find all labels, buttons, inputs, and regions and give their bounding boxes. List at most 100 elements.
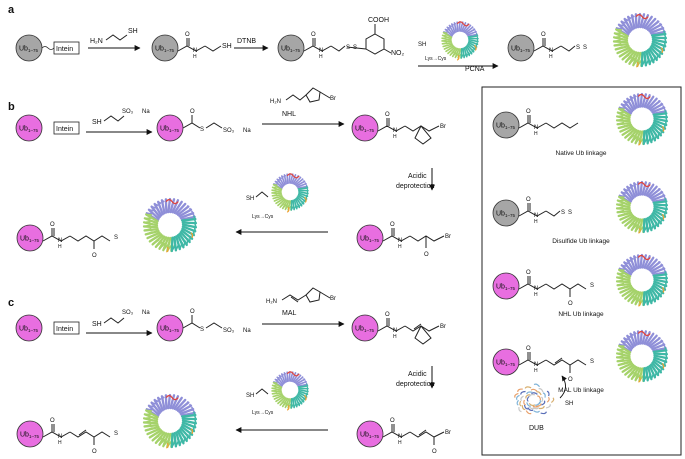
h2n-label: H₂N	[266, 299, 277, 305]
amide-h: H	[319, 54, 323, 60]
ub-label: Ub1–75	[19, 126, 38, 134]
amide-bond	[377, 325, 406, 332]
sh-label: SH	[222, 43, 232, 50]
amide-bond	[382, 235, 411, 242]
linkage-summary-box	[481, 86, 682, 456]
na-label: Na	[243, 128, 251, 134]
bond	[105, 34, 128, 41]
br-label: Br	[440, 324, 446, 330]
br-label: Br	[330, 96, 336, 102]
ub-magenta-b3	[351, 114, 379, 142]
lys-cys-label: Lys→Cys	[252, 214, 274, 220]
bond	[319, 291, 331, 299]
panel-b-label: b	[8, 101, 15, 113]
sh-label: SH	[418, 42, 426, 48]
dub-cleavage-arrow	[559, 375, 567, 399]
carbonyl-o: O	[50, 222, 55, 228]
bond	[69, 431, 111, 438]
no2-label: NO₂	[391, 50, 405, 57]
o-label: O	[432, 449, 437, 455]
carbonyl-o: O	[185, 32, 190, 38]
so3-label: SO₃	[223, 128, 235, 134]
carbonyl-o: O	[385, 112, 390, 118]
amide-bond	[382, 431, 411, 438]
amide-n: N	[534, 125, 538, 131]
bond	[182, 322, 201, 329]
carbonyl-o: O	[50, 418, 55, 424]
panel-c-label: c	[8, 297, 14, 309]
s-label: S	[114, 431, 118, 437]
pcna-layer	[142, 12, 669, 449]
amide-n: N	[534, 286, 538, 292]
s-label: S	[200, 327, 204, 333]
bond	[319, 91, 331, 99]
amide-bond	[42, 235, 71, 242]
disulfide-linkage-ub	[492, 199, 520, 227]
ub-label: Ub1–75	[281, 46, 300, 54]
pcna-label: PCNA	[465, 66, 485, 73]
deprotection-label: deprotection	[396, 381, 435, 388]
s-label: S	[200, 127, 204, 133]
amide-h: H	[534, 292, 538, 298]
ub-label: Ub1–75	[20, 432, 39, 440]
amide-bond	[533, 45, 562, 52]
bond	[182, 122, 201, 129]
mal-label: MAL	[282, 310, 297, 317]
intein-box	[53, 321, 80, 335]
bond	[545, 210, 561, 217]
ub-label: Ub1–75	[19, 46, 38, 54]
sh-label: SH	[92, 321, 102, 328]
ub-label: Ub1–75	[20, 236, 39, 244]
s-label: S	[353, 45, 357, 51]
s-label: S	[561, 210, 565, 216]
amide-bond	[303, 45, 332, 52]
deprotection-label: deprotection	[396, 183, 435, 190]
amide-h: H	[549, 54, 553, 60]
ub-magenta-b5	[16, 224, 44, 252]
ub-label: Ub1–75	[360, 236, 379, 244]
acidic-label: Acidic	[408, 173, 427, 180]
amide-n: N	[534, 213, 538, 219]
ub-label: Ub1–75	[19, 326, 38, 334]
panel-a-label: a	[8, 4, 15, 16]
native-linkage-caption: Native Ub linkage	[556, 150, 607, 157]
so3-label: SO₃	[223, 328, 235, 334]
amide-h: H	[58, 244, 62, 250]
ub-label: Ub1–75	[511, 46, 530, 54]
amide-bond	[518, 122, 547, 129]
na-label: Na	[243, 328, 251, 334]
amide-n: N	[319, 48, 323, 54]
ub-label: Ub1–75	[155, 46, 174, 54]
carbonyl-o: O	[311, 32, 316, 38]
ub-label: Ub1–75	[355, 126, 374, 134]
bond	[69, 235, 111, 242]
ub-grey-a4	[507, 34, 535, 62]
na-label: Na	[142, 310, 150, 316]
ub-magenta-c1	[15, 314, 43, 342]
amide-h: H	[398, 440, 402, 446]
amide-h: H	[398, 244, 402, 250]
ub-label: Ub1–75	[160, 126, 179, 134]
pcna-c-reagent	[271, 371, 309, 411]
nhl-linkage-pcna	[615, 253, 669, 307]
amide-h: H	[393, 134, 397, 140]
s-label: S	[568, 210, 572, 216]
bond	[418, 429, 427, 436]
ub-label: Ub1–75	[496, 211, 515, 219]
carbonyl-o: O	[385, 312, 390, 318]
pcna-c-product	[142, 393, 198, 449]
intein-box	[53, 41, 80, 55]
amide-n: N	[398, 238, 402, 244]
ub-magenta-b2	[156, 114, 184, 142]
bond	[78, 429, 87, 436]
bond	[413, 323, 422, 330]
pcna-b-product	[142, 197, 198, 253]
wavy-bond	[41, 46, 55, 50]
ub-label: Ub1–75	[496, 360, 515, 368]
s-label: S	[576, 45, 580, 51]
native-linkage-ub	[492, 111, 520, 139]
bond	[545, 283, 587, 290]
bond	[290, 296, 299, 303]
amide-n: N	[398, 434, 402, 440]
